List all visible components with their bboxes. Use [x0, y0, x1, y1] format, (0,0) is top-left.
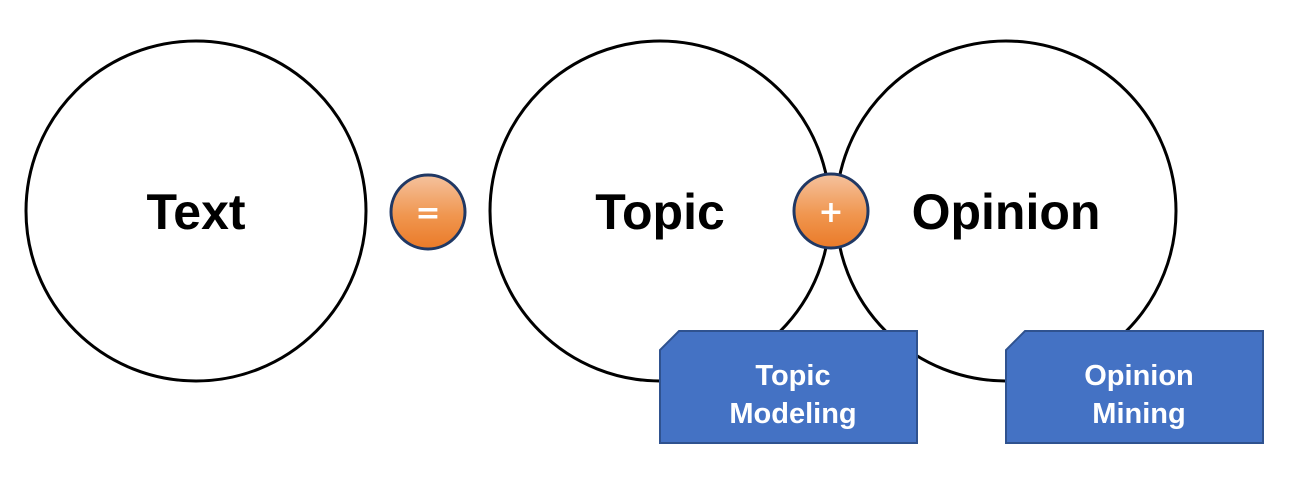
text-node: Text	[24, 39, 368, 383]
plus-symbol: +	[818, 195, 843, 230]
opinion-mining-tag: Opinion Mining	[1005, 330, 1264, 444]
equals-operator: =	[389, 173, 467, 251]
opinion-mining-tag-shape	[1005, 330, 1264, 444]
opinion-mining-tag-line2: Mining	[1092, 398, 1185, 430]
equals-symbol: =	[415, 196, 440, 231]
equals-badge	[389, 173, 467, 251]
topic-label: Topic	[595, 184, 725, 240]
opinion-mining-tag-line1: Opinion	[1084, 360, 1194, 392]
text-label: Text	[146, 184, 245, 240]
topic-modeling-tag-line2: Modeling	[729, 398, 856, 430]
topic-modeling-tag: Topic Modeling	[659, 330, 918, 444]
topic-modeling-tag-shape	[659, 330, 918, 444]
opinion-node: Opinion	[834, 39, 1178, 383]
plus-operator: +	[792, 172, 870, 250]
plus-badge	[792, 172, 870, 250]
opinion-label: Opinion	[912, 184, 1101, 240]
topic-modeling-tag-line1: Topic	[755, 360, 830, 392]
text-circle	[24, 39, 368, 383]
